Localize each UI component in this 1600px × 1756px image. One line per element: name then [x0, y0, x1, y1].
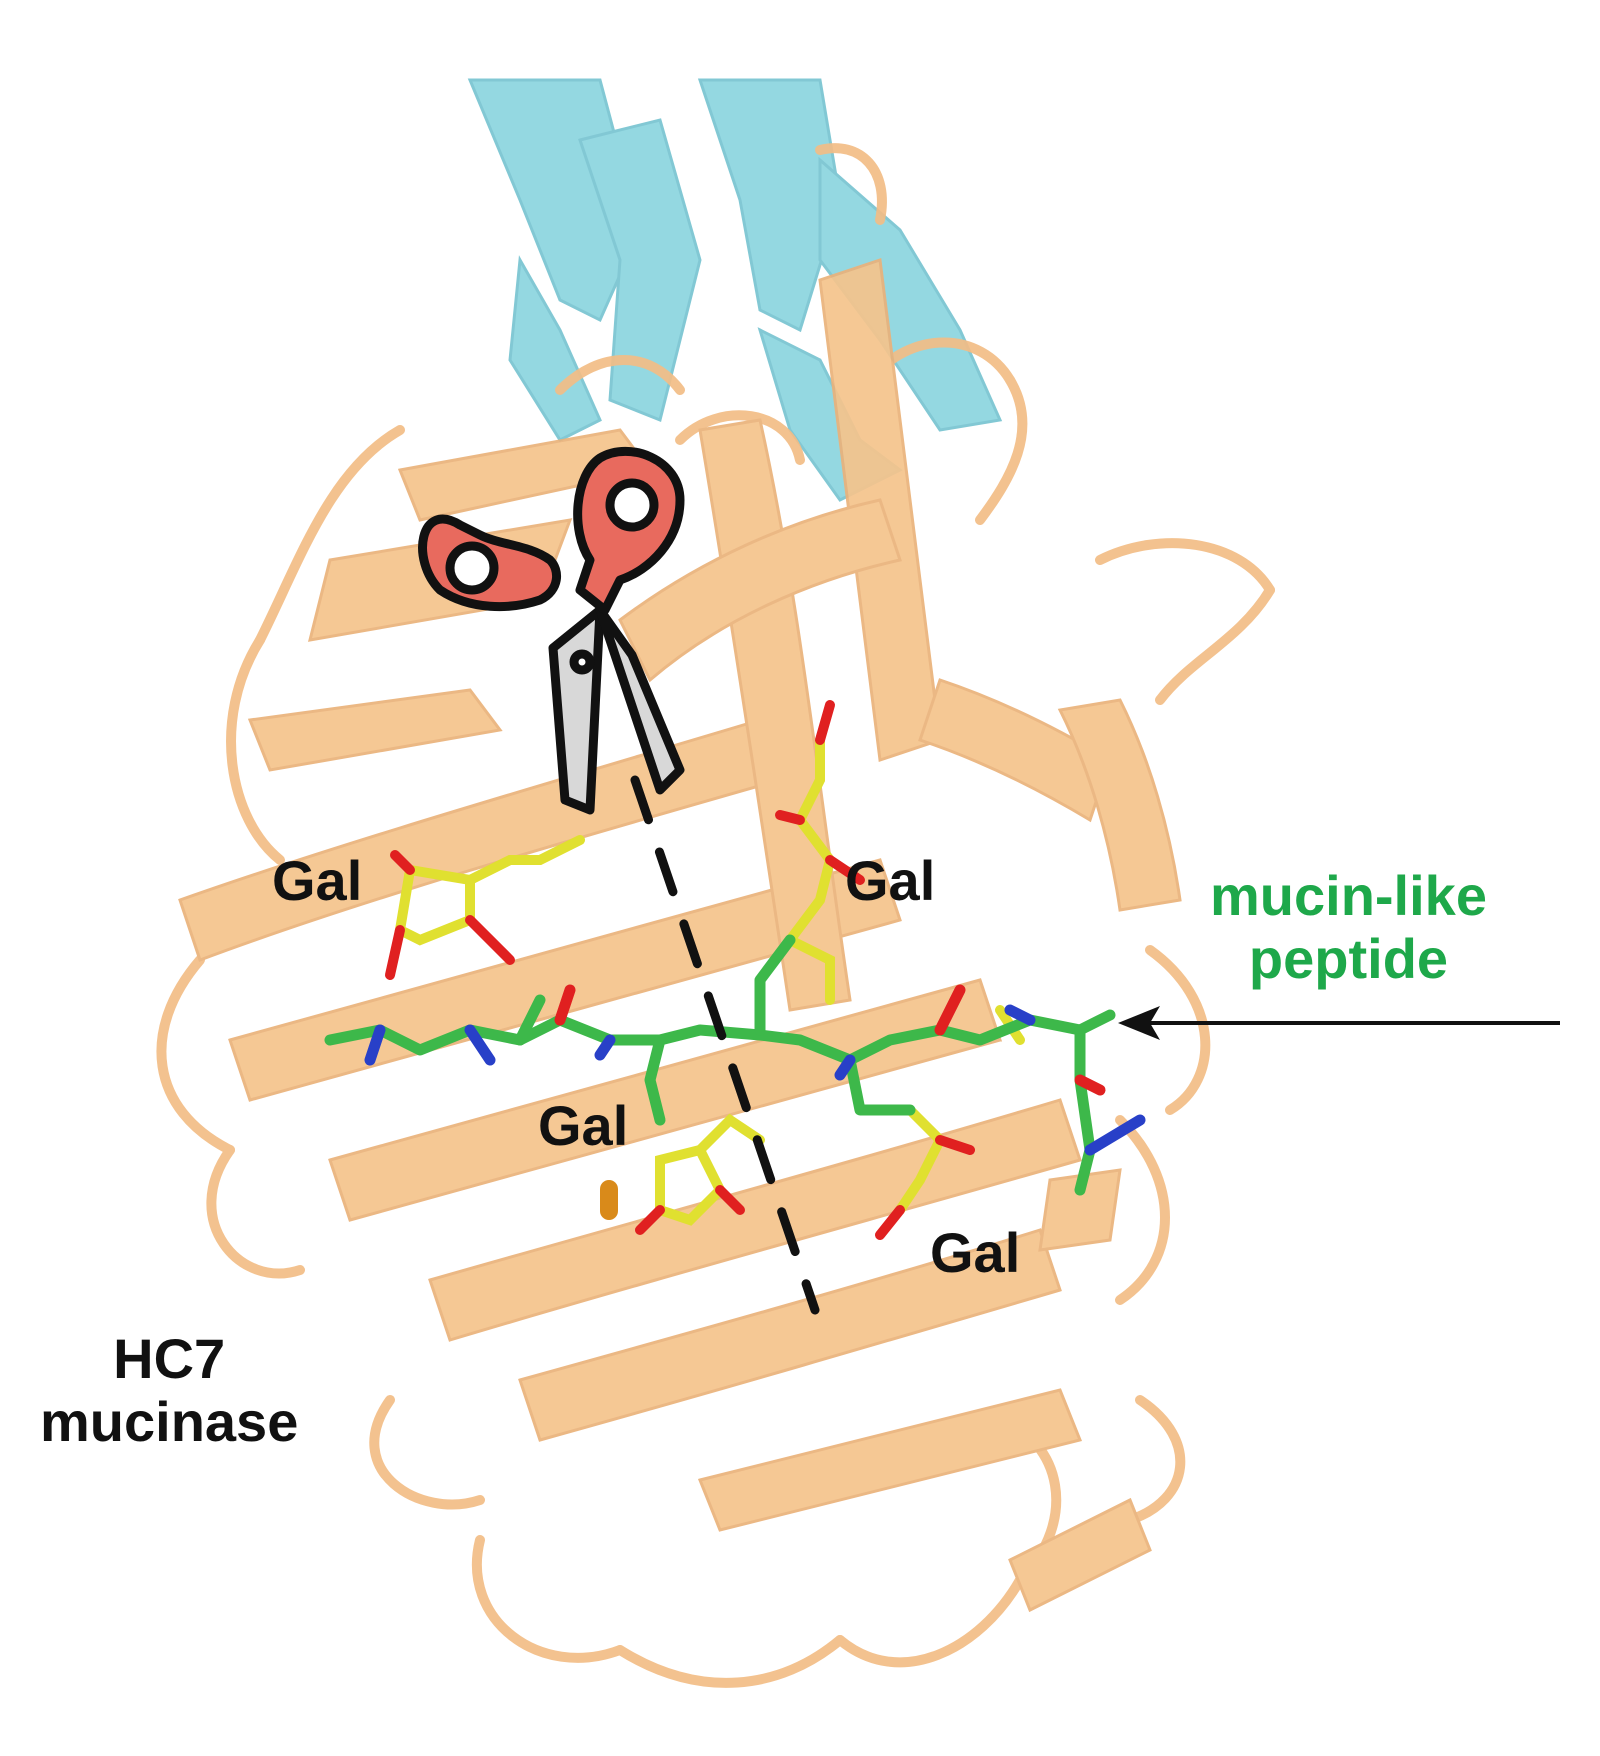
peptide-arrow [1118, 1006, 1560, 1040]
enzyme-label: HC7 mucinase [40, 1327, 299, 1453]
gal-label-upper-left: Gal [272, 849, 363, 912]
enzyme-label-line2: mucinase [40, 1389, 299, 1453]
cleavage-dashed-line [630, 775, 820, 1315]
enzyme-domain-ribbon [156, 143, 1275, 1688]
mucin-like-peptide-sticks [324, 934, 1146, 1196]
partner-domain-ribbon [467, 78, 1003, 502]
enzyme-label-line1: HC7 [113, 1327, 226, 1390]
peptide-label-line2: peptide [1248, 926, 1449, 990]
gal-label-upper-right: Gal [845, 849, 936, 912]
gal-label-lower-right: Gal [930, 1221, 1021, 1284]
scissors-icon [418, 446, 685, 815]
peptide-label-line1: mucin-like [1210, 864, 1487, 927]
peptide-label: mucin-like peptide [1210, 864, 1487, 990]
gal-label-middle: Gal [538, 1094, 629, 1157]
ion-marker [600, 1180, 618, 1220]
